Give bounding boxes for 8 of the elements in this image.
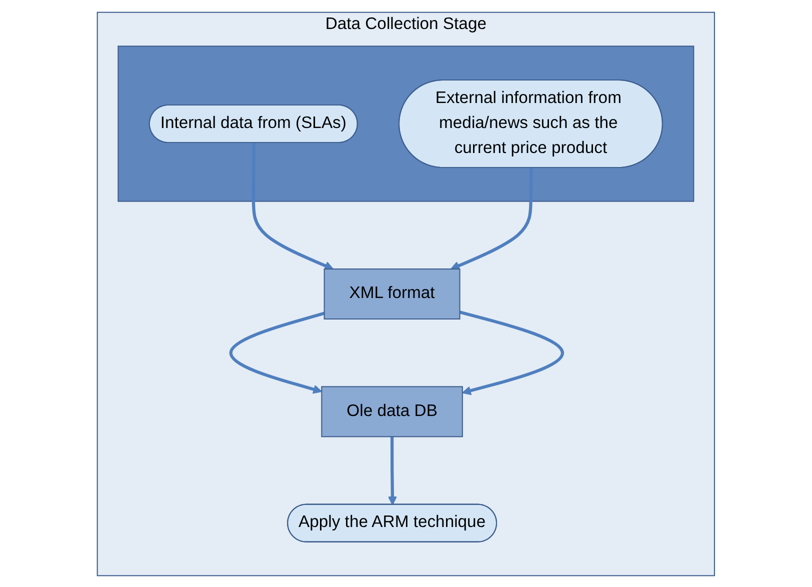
node-box	[324, 268, 460, 319]
arrow	[388, 436, 398, 505]
node-box	[321, 386, 464, 437]
arrow	[229, 311, 325, 394]
arrow	[459, 310, 564, 395]
cluster	[118, 45, 694, 202]
arrow	[450, 167, 533, 270]
arrow	[252, 142, 334, 270]
